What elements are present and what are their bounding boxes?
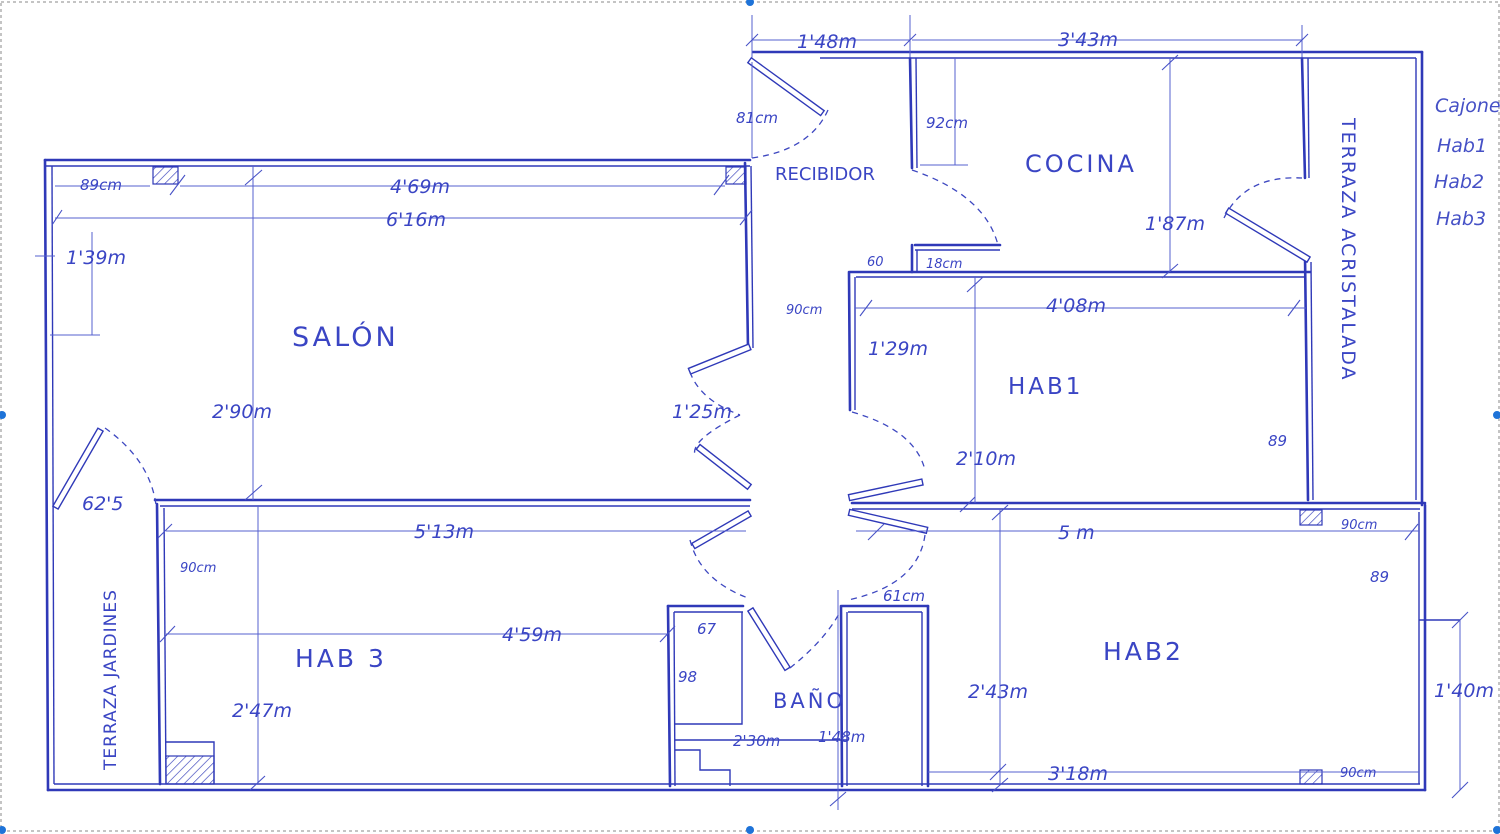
dim-label: 2'30m [733,732,780,750]
dim-label: 89cm [80,176,122,194]
resize-handle-bottom[interactable] [746,826,754,834]
room-bano: BAÑO [773,687,846,713]
dim-label: 2'10m [956,448,1016,470]
dim-label: 89 [1370,568,1389,586]
legend-item: Cajone [1435,95,1500,117]
dim-label: 4'69m [390,176,450,198]
dim-label: 1'29m [868,338,928,360]
room-labels: SALÓN COCINA RECIBIDOR HAB1 HAB2 HAB 3 B… [101,117,1359,771]
dim-label: 90cm [1341,518,1377,533]
dim-label: 4'59m [502,624,562,646]
resize-handle-top[interactable] [746,0,754,6]
dim-label: 98 [678,668,697,686]
dim-label: 1'25m [672,401,732,423]
resize-handle-bottom-left[interactable] [0,826,6,834]
resize-handle-right[interactable] [1493,411,1500,419]
dim-label: 90cm [180,561,216,576]
room-recibidor: RECIBIDOR [775,164,875,185]
dim-label: 61cm [883,587,925,605]
dim-label: 90cm [1340,766,1376,781]
dim-label: 2'90m [212,401,272,423]
dim-label: 67 [697,620,717,638]
dim-label: 60 [867,255,884,270]
room-hab3: HAB 3 [295,644,387,673]
dim-label: 5'13m [414,521,474,543]
legend-item: Hab2 [1434,171,1484,193]
walls [43,50,1460,792]
dim-label: 1'48m [797,31,857,53]
dim-label: 2'43m [968,681,1028,703]
room-salon: SALÓN [292,321,399,353]
dimension-labels: 1'48m 3'43m 81cm 92cm 89cm 4'69m 6'16m 1… [66,29,1494,785]
legend-item: Hab1 [1437,135,1487,157]
room-cocina: COCINA [1025,150,1137,178]
dim-label: 90cm [786,303,822,318]
resize-handle-left[interactable] [0,411,6,419]
dim-label: 62'5 [82,493,124,515]
columns [152,166,1323,785]
dim-label: 1'39m [66,247,126,269]
room-terraza-jardines: TERRAZA JARDINES [101,589,121,771]
dim-label: 5 m [1058,522,1095,544]
dim-label: 81cm [736,109,778,127]
side-legend: Cajone Hab1 Hab2 Hab3 [1434,95,1500,230]
dim-label: 92cm [926,114,968,132]
dimension-lines [35,15,1469,810]
dim-label: 3'18m [1048,763,1108,785]
room-terraza-acristalada: TERRAZA ACRISTALADA [1337,117,1359,382]
room-hab1: HAB1 [1008,374,1083,400]
dim-label: 6'16m [386,209,446,231]
dim-label: 3'43m [1058,29,1118,51]
dim-label: 1'40m [1434,680,1494,702]
dim-label: 1'87m [1145,213,1205,235]
dim-label: 1'48m [818,728,865,746]
doors [51,56,1312,672]
dim-label: 4'08m [1046,295,1106,317]
room-hab2: HAB2 [1103,637,1184,666]
resize-handle-bottom-right[interactable] [1493,826,1500,834]
dim-label: 89 [1268,432,1287,450]
dim-label: 2'47m [232,700,292,722]
dim-label: 18cm [926,257,962,272]
legend-item: Hab3 [1436,208,1486,230]
